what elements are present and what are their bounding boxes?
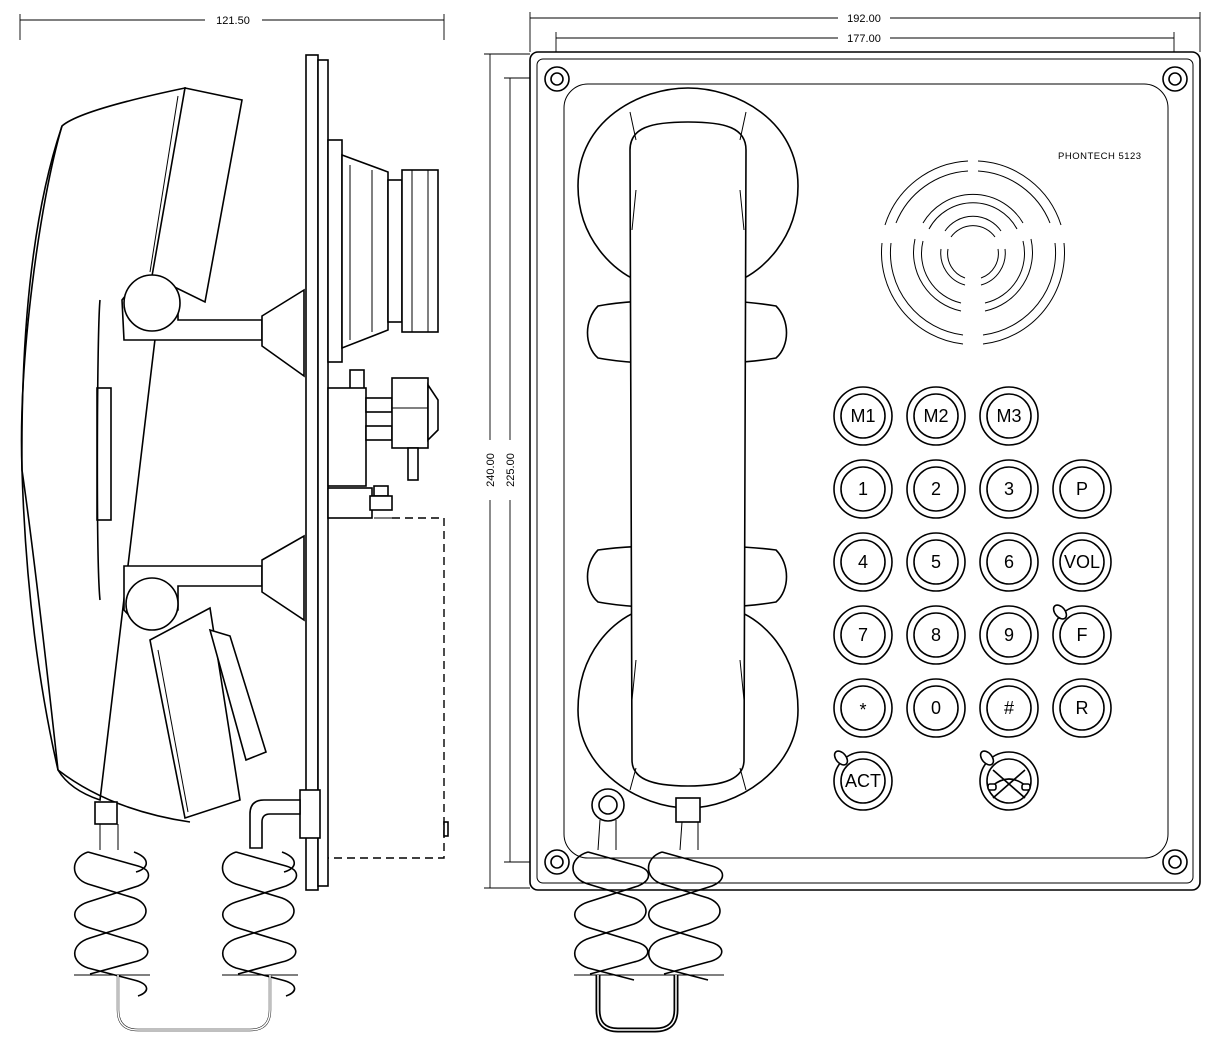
front-cord-loop-inner (597, 975, 677, 1031)
key-f-label: F (1077, 625, 1088, 645)
key-star-label: * (859, 700, 866, 720)
front-cord-loop (595, 975, 679, 1033)
keypad: M1 M2 M3 1 2 3 (832, 386, 1112, 811)
front-view: 192.00 177.00 240.00 225.00 (484, 12, 1201, 1033)
key-hash[interactable]: # (979, 678, 1039, 738)
hook-mounts (261, 288, 305, 622)
key-r-label: R (1076, 698, 1089, 718)
connector-block (327, 369, 439, 487)
front-height-dimensions: 240.00 225.00 (484, 53, 556, 889)
side-cord-entry (249, 799, 301, 849)
side-view: 121.50 (19, 14, 449, 1032)
muted-handset-icon (987, 769, 1031, 799)
key-8-label: 8 (931, 625, 941, 645)
key-mute[interactable] (978, 749, 1039, 811)
key-7-label: 7 (858, 625, 868, 645)
key-m1-label: M1 (850, 406, 875, 426)
rear-enclosure (327, 485, 449, 859)
brand-label: PHONTECH 5123 (1058, 151, 1142, 162)
side-depth-label: 121.50 (216, 15, 250, 27)
key-hash-label: # (1004, 698, 1014, 718)
key-5-label: 5 (931, 552, 941, 572)
key-m2-label: M2 (923, 406, 948, 426)
key-m3-label: M3 (996, 406, 1021, 426)
key-2-label: 2 (931, 479, 941, 499)
key-p[interactable]: P (1052, 459, 1112, 519)
key-r[interactable]: R (1052, 678, 1112, 738)
key-0[interactable]: 0 (906, 678, 966, 738)
key-vol-label: VOL (1064, 552, 1100, 572)
key-act-led-icon (833, 750, 849, 766)
speaker-housing-side (327, 139, 439, 363)
handset-side-profile (20, 86, 267, 825)
key-mute-led-icon (979, 750, 995, 766)
key-1[interactable]: 1 (833, 459, 893, 519)
key-act[interactable]: ACT (832, 749, 893, 811)
key-f-led-icon (1052, 604, 1068, 620)
mounting-screws (544, 66, 1188, 875)
key-9[interactable]: 9 (979, 605, 1039, 665)
key-9-label: 9 (1004, 625, 1014, 645)
key-1-label: 1 (858, 479, 868, 499)
side-coiled-cord-left (73, 824, 150, 997)
key-3[interactable]: 3 (979, 459, 1039, 519)
front-cord-anchors (591, 788, 701, 823)
front-plate-profile (299, 54, 329, 891)
key-act-label: ACT (845, 771, 881, 791)
key-4-label: 4 (858, 552, 868, 572)
key-6-label: 6 (1004, 552, 1014, 572)
side-cord-loop (116, 975, 272, 1032)
front-height-inner-label: 225.00 (505, 453, 517, 487)
key-f[interactable]: F (1051, 603, 1112, 665)
front-width-inner-label: 177.00 (847, 33, 881, 45)
side-cord-loop-inner (117, 975, 271, 1031)
key-vol[interactable]: VOL (1052, 532, 1112, 592)
key-3-label: 3 (1004, 479, 1014, 499)
front-coiled-cord-right (647, 821, 724, 981)
key-0-label: 0 (931, 698, 941, 718)
key-8[interactable]: 8 (906, 605, 966, 665)
front-width-outer-label: 192.00 (847, 13, 881, 25)
key-star[interactable]: * (833, 678, 893, 738)
side-depth-dimension: 121.50 (19, 14, 445, 40)
key-m1[interactable]: M1 (833, 386, 893, 446)
key-m3[interactable]: M3 (979, 386, 1039, 446)
side-coiled-cord-right (221, 851, 298, 997)
front-coiled-cord-left (572, 819, 650, 981)
key-7[interactable]: 7 (833, 605, 893, 665)
key-p-label: P (1076, 479, 1088, 499)
handset-front (577, 87, 799, 809)
key-m2[interactable]: M2 (906, 386, 966, 446)
key-2[interactable]: 2 (906, 459, 966, 519)
speaker-grille (881, 160, 1065, 345)
front-width-dimensions: 192.00 177.00 (529, 12, 1201, 72)
key-6[interactable]: 6 (979, 532, 1039, 592)
key-4[interactable]: 4 (833, 532, 893, 592)
key-5[interactable]: 5 (906, 532, 966, 592)
front-height-outer-label: 240.00 (485, 453, 497, 487)
